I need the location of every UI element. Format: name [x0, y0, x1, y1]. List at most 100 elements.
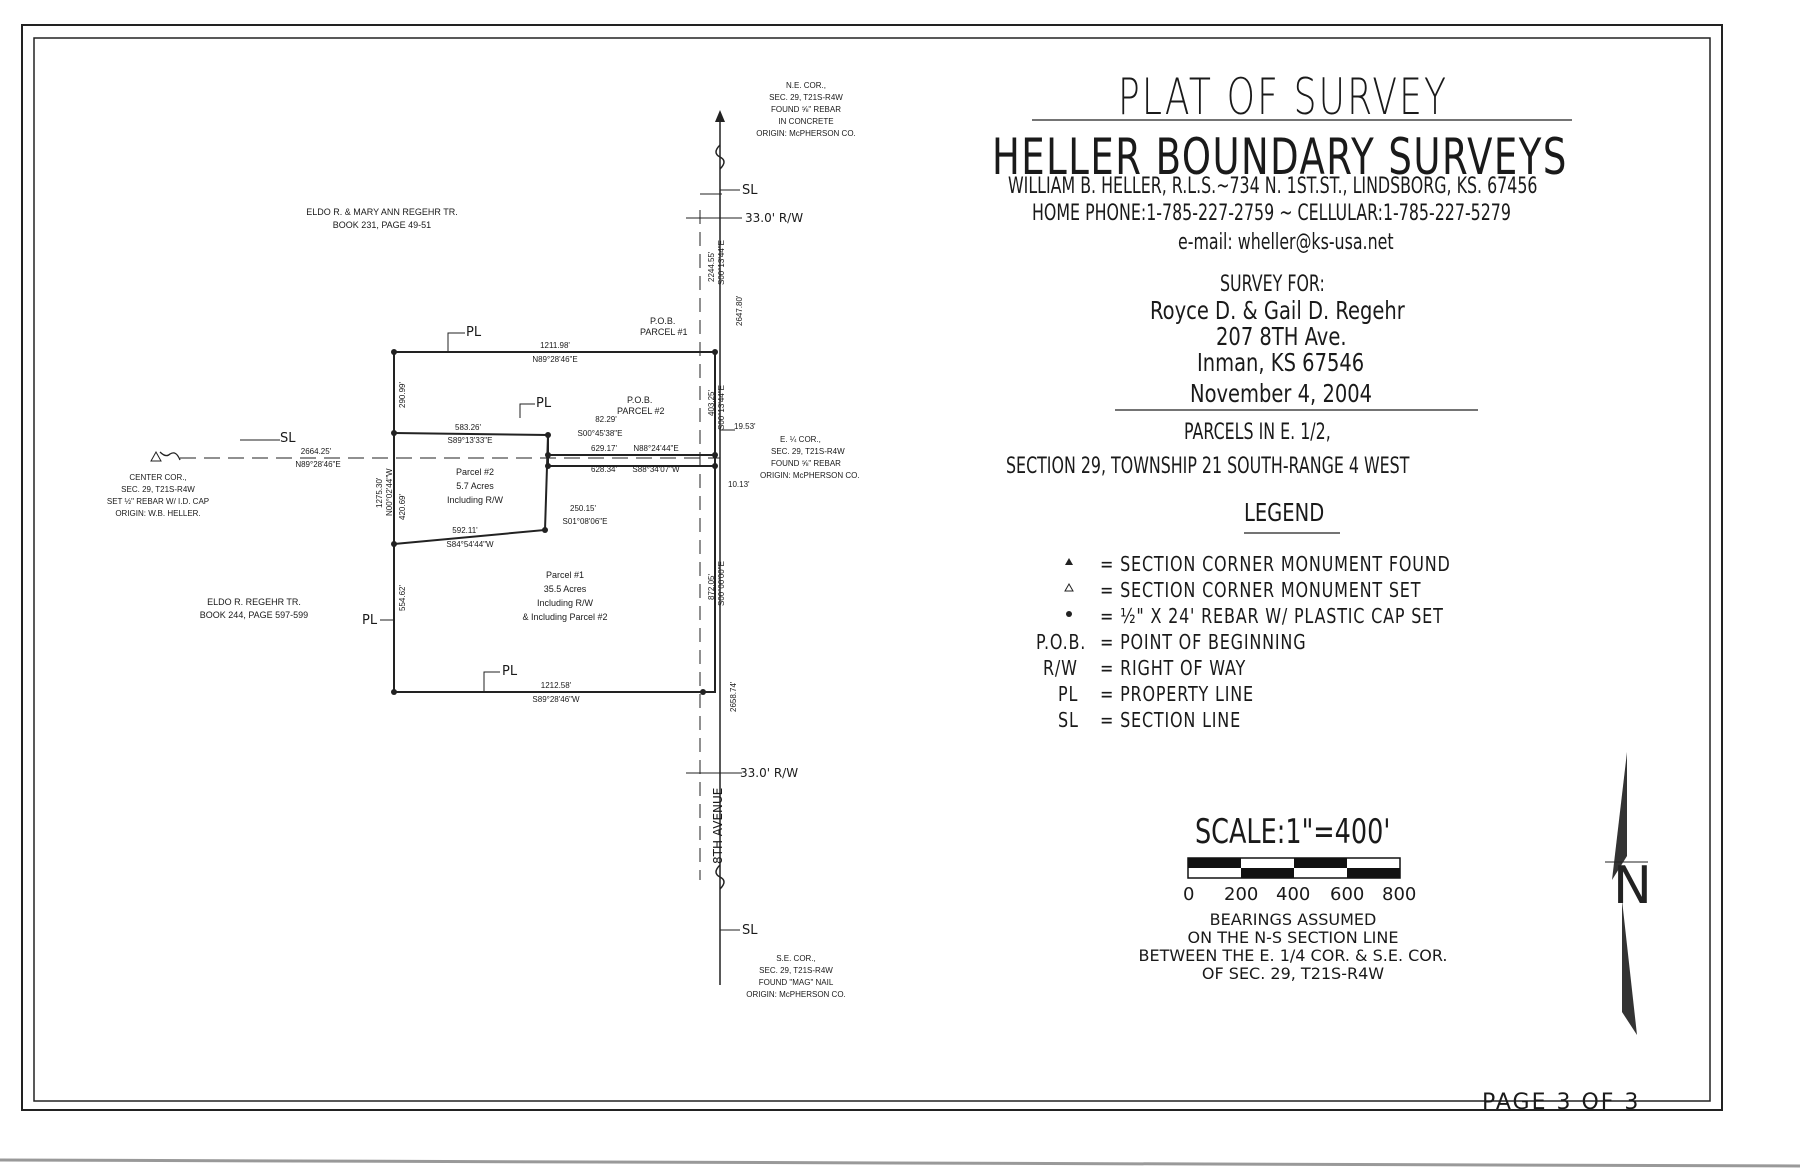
legend-set-symbol: [1064, 582, 1074, 592]
dim-west-lower: 554.62': [398, 585, 407, 611]
bearing-note-1: BEARINGS ASSUMED: [1209, 910, 1377, 929]
parcel2-line3: Including R/W: [446, 495, 504, 505]
client-name: Royce D. & Gail D. Regehr: [1150, 296, 1405, 325]
rw-label-south: 33.0' R/W: [740, 766, 799, 780]
dim-east-403-bearing: S00°13'44"E: [717, 385, 726, 430]
dim-10-13: 10.13': [728, 480, 750, 489]
legend-item-set: = SECTION CORNER MONUMENT SET: [1100, 578, 1422, 602]
dim-p2-stub-length: 82.29': [595, 415, 617, 424]
se-corner-line1: S.E. COR.,: [776, 954, 816, 963]
svg-text:N: N: [1613, 856, 1652, 916]
center-corner-line4: ORIGIN: W.B. HELLER.: [115, 509, 201, 518]
dim-west-bearing: N00°02'44"W: [385, 468, 394, 516]
dim-p2-top-bearing: S89°13'33"E: [447, 436, 493, 445]
legend-item-sl: = SECTION LINE: [1100, 708, 1241, 732]
parcel1-line1: Parcel #1: [545, 570, 585, 580]
inner-border: [33, 37, 1711, 1102]
se-corner-line4: ORIGIN: McPHERSON CO.: [746, 990, 846, 999]
pob2-parcel: PARCEL #2: [617, 406, 665, 416]
dim-south-bearing: S89°28'46"W: [532, 695, 580, 704]
dim-p2-jog-length: 250.15': [570, 504, 596, 513]
dim-p2-bottom-bearing: S84°54'44"W: [446, 540, 494, 549]
pl-marker-south: PL: [502, 664, 518, 679]
section-description: SECTION 29, TOWNSHIP 21 SOUTH-RANGE 4 WE…: [1006, 454, 1410, 479]
pl-marker-north: PL: [466, 325, 482, 340]
scale-tick-400: 400: [1276, 884, 1311, 905]
rebar-points: [391, 349, 718, 695]
page-number: PAGE 3 OF 3: [1482, 1090, 1641, 1115]
road-name: 8TH AVENUE: [711, 787, 725, 864]
dim-west-upper: 290.99': [398, 382, 407, 408]
break-symbol-west: [159, 451, 181, 461]
north-owner-line1: ELDO R. & MARY ANN REGEHR TR.: [306, 207, 458, 217]
survey-date: November 4, 2004: [1190, 379, 1373, 408]
north-owner-line2: BOOK 231, PAGE 49-51: [332, 220, 432, 230]
ne-corner-line1: N.E. COR.,: [785, 81, 827, 90]
legend-item-found: = SECTION CORNER MONUMENT FOUND: [1100, 552, 1451, 576]
scale-tick-200: 200: [1224, 884, 1259, 905]
center-corner-symbol: [150, 450, 162, 462]
dim-east-2244-bearing: S00°13'44"E: [717, 240, 726, 285]
pob1-label: P.O.B.: [650, 316, 676, 326]
dim-east-2244: 2244.55': [707, 251, 716, 282]
legend-item-pl: = PROPERTY LINE: [1100, 682, 1254, 706]
pob2-label: P.O.B.: [627, 395, 653, 405]
north-arrow: N: [1605, 752, 1652, 1035]
scan-edge: [0, 1158, 1800, 1168]
dim-ew-bearing: N89°28'46"E: [295, 460, 341, 469]
ne-corner-line2: SEC. 29, T21S-R4W: [769, 93, 843, 102]
legend-heading: LEGEND: [1244, 498, 1325, 527]
dim-west-mid: 420.69': [398, 494, 407, 520]
scale-tick-0: 0: [1183, 884, 1195, 905]
scale-bar: [1187, 857, 1401, 879]
dim-east-2647: 2647.80': [735, 295, 744, 326]
dim-62834-length: 628.34': [591, 465, 617, 474]
legend-found-symbol: [1065, 558, 1073, 565]
dim-p2-jog-bearing: S01°08'06"E: [562, 517, 608, 526]
dim-east-872: 872.05': [707, 574, 716, 600]
legend-symbol-pob: P.O.B.: [1036, 630, 1087, 654]
client-street: 207 8TH Ave.: [1216, 322, 1347, 351]
bearing-note-3: BETWEEN THE E. 1/4 COR. & S.E. COR.: [1138, 946, 1448, 965]
center-corner-line1: CENTER COR.,: [129, 473, 187, 482]
dim-p2-top-length: 583.26': [455, 423, 481, 432]
parcel1-line4: & Including Parcel #2: [522, 612, 608, 622]
parcel2-line2: 5.7 Acres: [456, 481, 494, 491]
bearing-note-4: OF SEC. 29, T21S-R4W: [1201, 964, 1385, 983]
legend-rebar-symbol: [1066, 611, 1072, 617]
plat-title: PLAT OF SURVEY: [1118, 68, 1449, 126]
scale-tick-600: 600: [1330, 884, 1365, 905]
dim-east-403: 403.25': [707, 390, 716, 416]
parcel1-line2: 35.5 Acres: [543, 584, 587, 594]
rw-label-north: 33.0' R/W: [745, 211, 804, 225]
parcels-line: PARCELS IN E. 1/2,: [1184, 420, 1331, 445]
ne-corner-line4: IN CONCRETE: [778, 117, 834, 126]
e-quarter-line1: E. ¼ COR.,: [780, 435, 821, 444]
survey-for-label: SURVEY FOR:: [1220, 272, 1325, 297]
legend-item-rebar: = ½" X 24' REBAR W/ PLASTIC CAP SET: [1100, 604, 1444, 628]
dim-62917-length: 629.17': [591, 444, 617, 453]
break-symbol-bottom: [715, 864, 725, 890]
dim-north-length: 1211.98': [540, 341, 570, 350]
se-corner-line3: FOUND "MAG" NAIL: [758, 978, 834, 987]
pl-leaders: [380, 193, 722, 692]
dim-ew-length: 2664.25': [300, 447, 332, 456]
dim-p2-bottom-length: 592.11': [452, 526, 478, 535]
parcel1-line3: Including R/W: [536, 598, 594, 608]
firm-name: HELLER BOUNDARY SURVEYS: [992, 128, 1568, 186]
legend-symbol-rw: R/W: [1043, 656, 1078, 680]
arrow-north: [715, 110, 725, 122]
client-city: Inman, KS 67546: [1197, 348, 1365, 377]
pob1-parcel: PARCEL #1: [640, 327, 688, 337]
ne-corner-line5: ORIGIN: McPHERSON CO.: [756, 129, 856, 138]
e-quarter-line3: FOUND ⅝" REBAR: [771, 459, 841, 468]
dim-east-872-bearing: S00°00'00"E: [717, 561, 726, 606]
outer-border: [21, 24, 1723, 1111]
dim-south-length: 1212.58': [540, 681, 572, 690]
legend-symbol-pl: PL: [1058, 682, 1079, 706]
dim-62917-bearing: N88°24'44"E: [633, 444, 679, 453]
legend-item-pob: = POINT OF BEGINNING: [1100, 630, 1307, 654]
e-quarter-line2: SEC. 29, T21S-R4W: [771, 447, 845, 456]
